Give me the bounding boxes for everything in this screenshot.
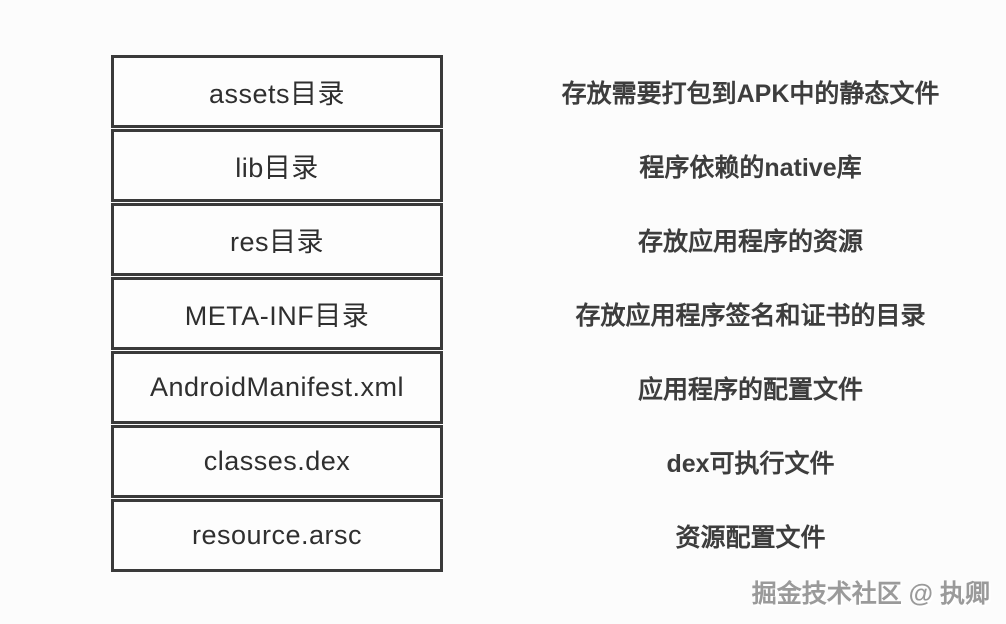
desc-row-res: 存放应用程序的资源 <box>528 203 973 276</box>
box-label: lib目录 <box>235 153 319 183</box>
box-resource-arsc: resource.arsc <box>111 499 443 572</box>
box-label: META-INF目录 <box>184 301 370 331</box>
box-label: classes.dex <box>203 446 351 476</box>
box-android-manifest: AndroidManifest.xml <box>111 351 443 424</box>
desc-text: 资源配置文件 <box>675 523 826 552</box>
desc-row-lib: 程序依赖的native库 <box>528 129 973 202</box>
desc-text: dex可执行文件 <box>666 449 835 478</box>
desc-text: 存放应用程序的资源 <box>637 227 863 256</box>
desc-row-android-manifest: 应用程序的配置文件 <box>528 351 973 424</box>
desc-text: 存放需要打包到APK中的静态文件 <box>561 79 940 108</box>
box-classes-dex: classes.dex <box>111 425 443 498</box>
desc-row-classes-dex: dex可执行文件 <box>528 425 973 498</box>
box-res-dir: res目录 <box>111 203 443 276</box>
desc-text: 应用程序的配置文件 <box>637 375 863 404</box>
box-label: resource.arsc <box>191 520 363 550</box>
box-meta-inf-dir: META-INF目录 <box>111 277 443 350</box>
watermark: 掘金技术社区 @ 执卿 <box>751 580 990 608</box>
desc-row-meta-inf: 存放应用程序签名和证书的目录 <box>528 277 973 350</box>
desc-row-resource-arsc: 资源配置文件 <box>528 499 973 572</box>
apk-file-stack: assets目录 lib目录 res目录 META-INF目录 AndroidM… <box>111 55 443 572</box>
box-label: assets目录 <box>208 79 346 109</box>
desc-text: 存放应用程序签名和证书的目录 <box>575 301 926 330</box>
box-lib-dir: lib目录 <box>111 129 443 202</box>
box-label: res目录 <box>229 227 324 257</box>
desc-text: 程序依赖的native库 <box>639 153 862 182</box>
box-label: AndroidManifest.xml <box>149 372 405 402</box>
descriptions-column: 存放需要打包到APK中的静态文件 程序依赖的native库 存放应用程序的资源 … <box>528 55 973 573</box>
desc-row-assets: 存放需要打包到APK中的静态文件 <box>528 55 973 128</box>
box-assets-dir: assets目录 <box>111 55 443 128</box>
